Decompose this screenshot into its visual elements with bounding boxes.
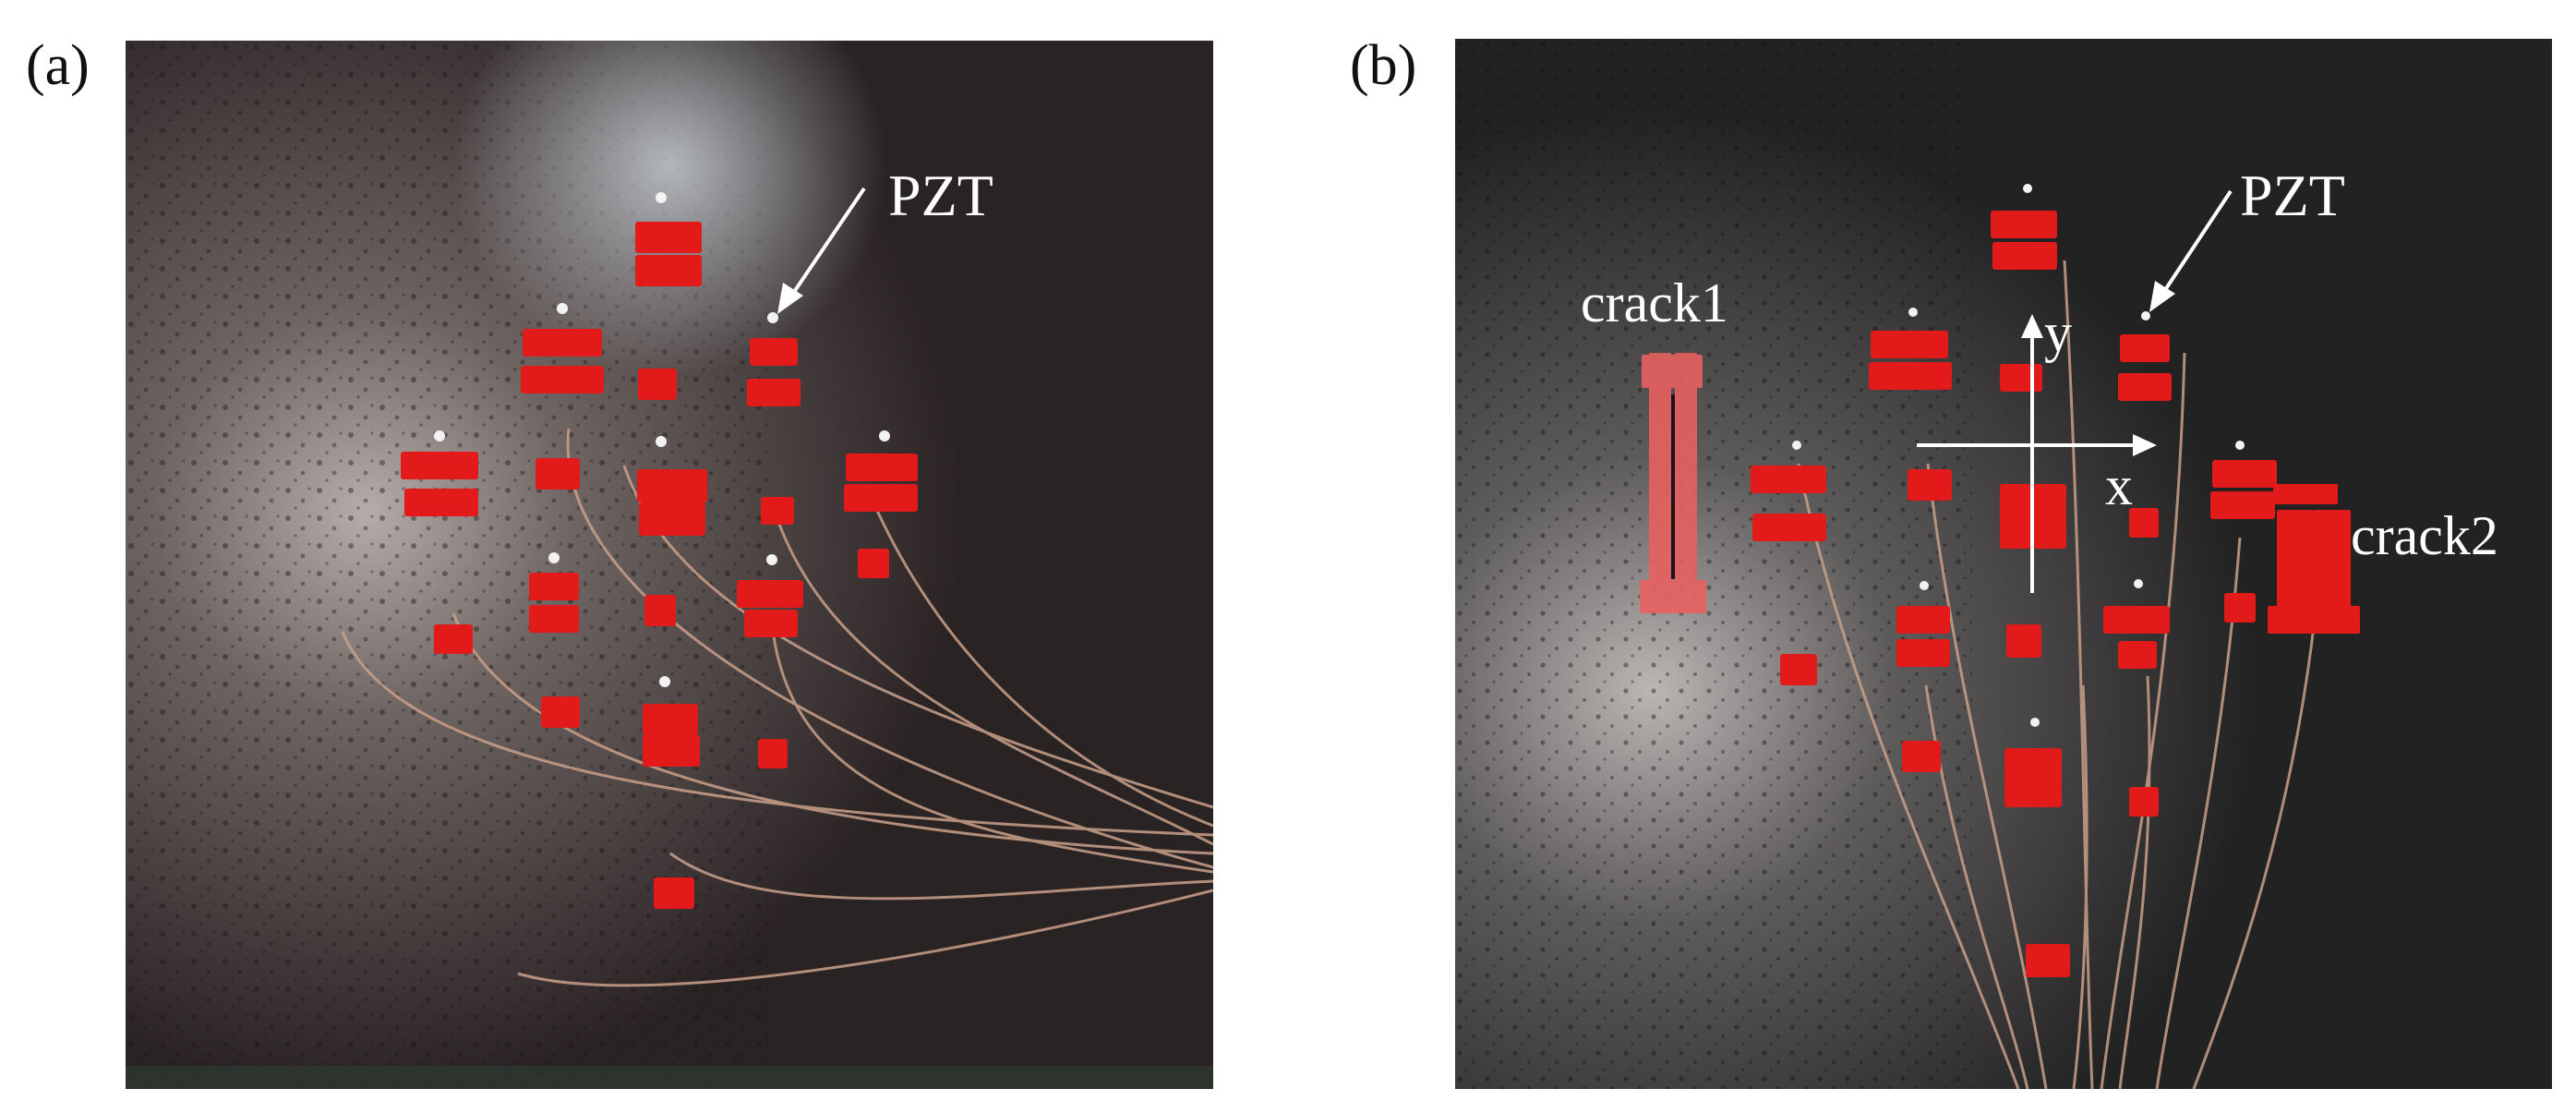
axis-y-label: y bbox=[2044, 302, 2072, 363]
panel-label-b: (b) bbox=[1350, 34, 1417, 97]
plate-photo-b bbox=[1455, 39, 2552, 1089]
coordinate-axes bbox=[1917, 314, 2157, 593]
panel-label-a: (a) bbox=[26, 34, 90, 97]
crack1-marker bbox=[1640, 353, 1706, 613]
pzt-sensors-a bbox=[401, 222, 918, 909]
pzt-label-b: PZT bbox=[2240, 163, 2345, 228]
photo-panel-a bbox=[126, 41, 1213, 1089]
crack1-label: crack1 bbox=[1581, 272, 1728, 333]
crack2-marker bbox=[2268, 484, 2360, 634]
photo-panel-b bbox=[1455, 39, 2552, 1089]
axis-x-label: x bbox=[2105, 455, 2133, 516]
plate-photo-a bbox=[126, 41, 1213, 1089]
crack2-label: crack2 bbox=[2351, 505, 2498, 566]
pzt-arrow-b bbox=[2149, 189, 2233, 312]
pzt-arrow-a bbox=[777, 187, 866, 314]
pzt-label-a: PZT bbox=[888, 163, 993, 228]
pzt-sensors-b bbox=[1751, 211, 2277, 977]
